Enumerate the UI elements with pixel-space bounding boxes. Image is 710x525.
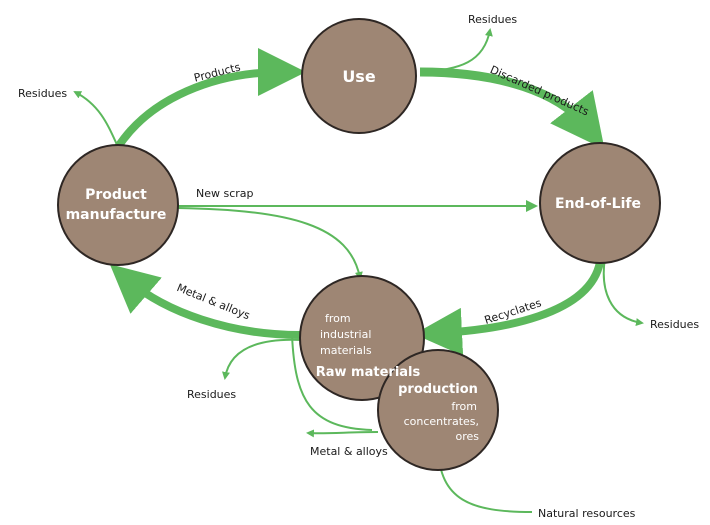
residues-top-right-arrow: [419, 28, 493, 73]
metal-alloys-bottom-arrow: [291, 334, 373, 431]
residues-top-left-label: Residues: [18, 87, 67, 100]
metal-alloys-bottom-label: Metal & alloys: [310, 445, 388, 458]
metal-alloys-bottom-return-arrow: [306, 429, 379, 438]
end-of-life-title: End-of-Life: [555, 196, 641, 212]
new-scrap-branch-arrow: [177, 207, 363, 280]
residues-top-left-arrow: [73, 91, 119, 148]
raw-materials-ores-node: [377, 349, 499, 471]
product-manufacture-node: [57, 144, 179, 266]
residues-right-label: Residues: [650, 318, 699, 331]
ores-line2: concentrates,: [404, 415, 479, 428]
residues-top-right-label: Residues: [468, 13, 517, 26]
raw-materials-title-line2: production: [398, 382, 478, 397]
industrial-line2: industrial: [320, 328, 371, 341]
natural-resources-label: Natural resources: [538, 507, 636, 520]
discarded-products-label: Discarded products: [488, 63, 591, 118]
product-manufacture-title-line1: Product: [85, 187, 147, 203]
end-of-life-node: [539, 142, 661, 264]
new-scrap-label: New scrap: [196, 187, 254, 200]
recyclates-flow-arrow: [414, 261, 604, 356]
products-flow-arrow: [114, 48, 306, 150]
residues-bottom-left-label: Residues: [187, 388, 236, 401]
discarded-products-flow-arrow: [419, 67, 605, 150]
metal-alloys-flow-arrow: [109, 264, 301, 339]
use-node: [301, 18, 417, 134]
industrial-line1: from: [325, 312, 351, 325]
product-manufacture-title-line2: manufacture: [66, 207, 167, 223]
raw-materials-title-line1: Raw materials: [316, 365, 421, 380]
ores-line1: from: [451, 400, 477, 413]
residues-bottom-left-arrow: [222, 338, 303, 380]
ores-line3: ores: [455, 430, 479, 443]
use-title: Use: [342, 67, 376, 86]
industrial-line3: materials: [320, 344, 372, 357]
residues-right-arrow: [602, 257, 644, 327]
